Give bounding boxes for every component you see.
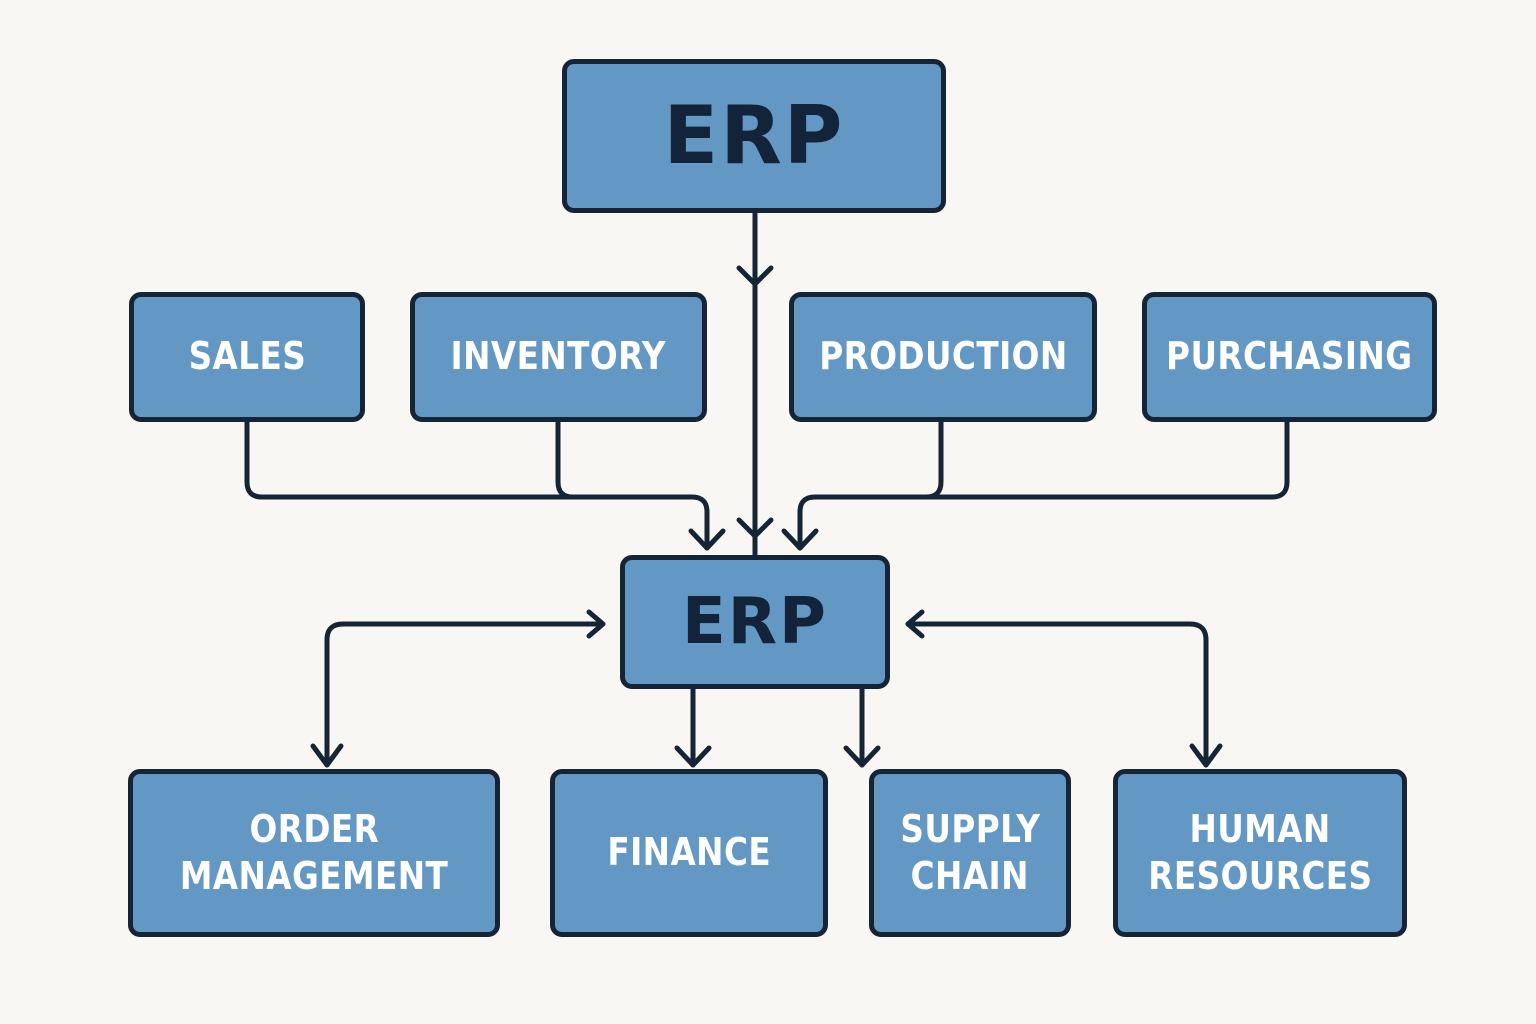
module-human-resources-line1: HUMAN [1189,806,1331,851]
edge-inventory [555,417,576,500]
edge-production [923,417,944,500]
module-sales-label: SALES [188,334,306,379]
module-inventory-label: INVENTORY [450,334,667,379]
arrowhead-erp-mid [736,265,774,287]
edge-purchasing [797,417,1290,551]
module-purchasing[interactable]: PURCHASING [1142,292,1437,422]
arrowhead-supply-chain [843,745,881,768]
module-supply-chain-line1: SUPPLY [900,806,1040,851]
arrowhead-to-hub-left [586,609,606,639]
edge-human-resources [905,621,1209,768]
erp-hub-node[interactable]: ERP [620,555,890,689]
module-finance-label: FINANCE [607,830,771,875]
erp-top-label: ERP [663,89,845,182]
arrowhead-to-hr [1189,743,1223,768]
arrowhead-to-order [310,743,344,768]
arrowhead-left-in [688,528,726,551]
module-sales[interactable]: SALES [129,292,365,422]
module-order-management-line2: MANAGEMENT [179,854,449,898]
arrowhead-finance [674,745,712,768]
arrowhead-to-hub-right [905,609,925,639]
module-order-management-line1: ORDER [249,806,379,851]
module-supply-chain-line2: CHAIN [910,854,1030,898]
module-production[interactable]: PRODUCTION [789,292,1097,422]
module-supply-chain[interactable]: SUPPLY CHAIN [869,769,1071,937]
arrowhead-right-in [781,528,819,551]
edge-sales [244,417,710,551]
module-purchasing-label: PURCHASING [1166,334,1413,379]
edge-order-management [324,621,605,768]
module-production-label: PRODUCTION [818,334,1068,379]
erp-top-node[interactable]: ERP [562,59,946,213]
erp-hub-label: ERP [682,585,828,659]
module-human-resources-line2: RESOURCES [1147,854,1373,898]
arrowhead-erp-hub [736,517,774,539]
module-inventory[interactable]: INVENTORY [410,292,707,422]
module-human-resources[interactable]: HUMAN RESOURCES [1113,769,1407,937]
module-finance[interactable]: FINANCE [550,769,828,937]
module-order-management[interactable]: ORDER MANAGEMENT [128,769,500,937]
